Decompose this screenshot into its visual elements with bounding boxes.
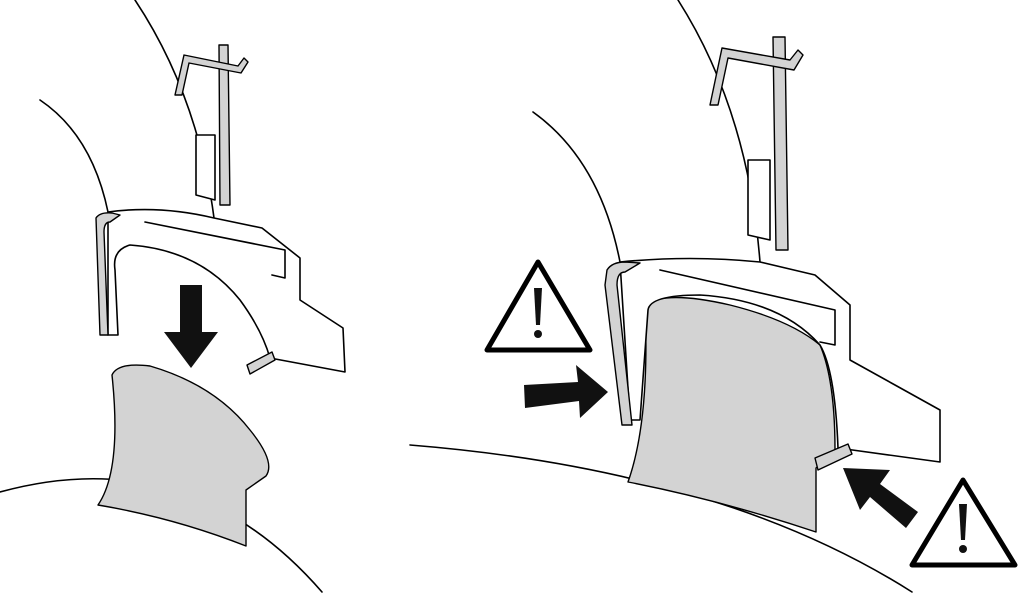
antenna-rod [218, 44, 231, 206]
clip-right [246, 351, 276, 375]
clip-left [95, 212, 121, 336]
warning-icon [484, 259, 593, 353]
fin-base [627, 296, 836, 533]
cover-inner-line [39, 99, 109, 213]
right-arrow-icon [524, 365, 608, 418]
left-panel [0, 0, 346, 593]
diagonal-arrow-icon [843, 468, 918, 528]
antenna-housing [619, 257, 941, 463]
antenna-rod [772, 36, 789, 251]
antenna-hook [174, 54, 249, 96]
warning-icon [909, 477, 1018, 568]
bracket-plate [195, 134, 216, 201]
bracket-plate [747, 159, 771, 241]
housing-slot [144, 221, 286, 279]
cover-inner-line [532, 111, 621, 263]
clip-left [604, 261, 641, 426]
housing-slot [659, 269, 836, 346]
fin-base [97, 364, 270, 547]
right-panel [409, 0, 1018, 593]
antenna-hook [709, 47, 804, 106]
antenna-housing [107, 208, 346, 373]
down-arrow-icon [164, 285, 218, 368]
clip-right [814, 443, 853, 471]
